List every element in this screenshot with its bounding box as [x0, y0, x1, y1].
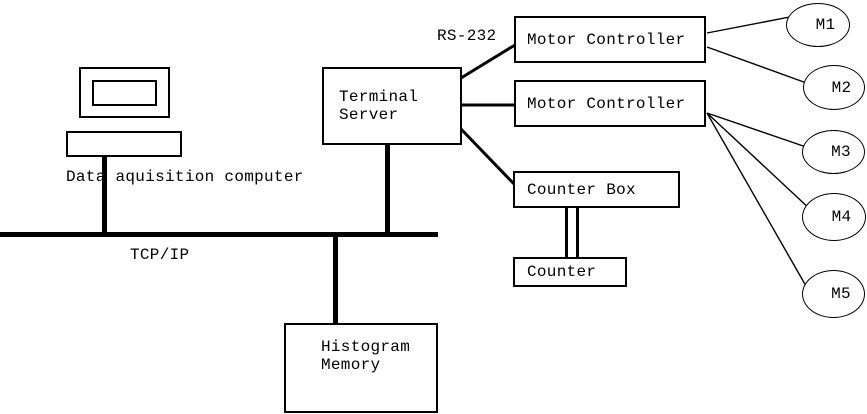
- counter-box-box: Counter Box: [513, 171, 680, 208]
- computer-label: Data aquisition computer: [66, 168, 304, 186]
- lead-mc2-m3: [706, 112, 813, 150]
- terminal-server-box: Terminal Server: [322, 67, 462, 145]
- motor-m1-ellipse: M1: [786, 3, 850, 47]
- motor-m2-ellipse: M2: [803, 65, 865, 110]
- motor-m4-label: M4: [831, 208, 852, 226]
- lead-mc2-m5: [706, 112, 811, 294]
- motor-controller-1-box: Motor Controller: [514, 16, 706, 63]
- lead-mc1-m2: [706, 46, 813, 86]
- motor-m5-ellipse: M5: [802, 270, 865, 318]
- computer-screen-icon: [92, 80, 157, 106]
- motor-m5-label: M5: [831, 285, 851, 303]
- histogram-memory-label-line1: Histogram: [321, 338, 411, 356]
- histogram-memory-label-line2: Memory: [321, 356, 381, 374]
- motor-m2-label: M2: [831, 78, 852, 97]
- rs232-link-motor-controller-1: [460, 43, 516, 80]
- counter-box-label: Counter Box: [527, 180, 636, 199]
- motor-controller-2-box: Motor Controller: [514, 80, 706, 127]
- motor-m3-label: M3: [831, 143, 851, 161]
- computer-keyboard-icon: [66, 131, 182, 157]
- rs232-link-counter-box: [459, 127, 517, 187]
- terminal-server-label-line1: Terminal: [339, 88, 419, 106]
- motor-m1-label: M1: [815, 16, 836, 34]
- terminal-server-label-line2: Server: [339, 106, 399, 124]
- counter-label: Counter: [527, 263, 597, 281]
- motor-m3-ellipse: M3: [802, 130, 865, 174]
- motor-controller-2-label: Motor Controller: [527, 94, 686, 113]
- motor-controller-1-label: Motor Controller: [527, 30, 686, 49]
- motor-m4-ellipse: M4: [802, 193, 866, 241]
- lead-mc2-m4: [706, 112, 813, 212]
- histogram-memory-box: Histogram Memory: [284, 323, 438, 413]
- counter-box2: Counter: [513, 257, 627, 287]
- computer-monitor-icon: [79, 67, 170, 118]
- lead-mc1-m1: [706, 14, 801, 34]
- rs232-label: RS-232: [437, 27, 497, 45]
- tcpip-label: TCP/IP: [130, 246, 190, 264]
